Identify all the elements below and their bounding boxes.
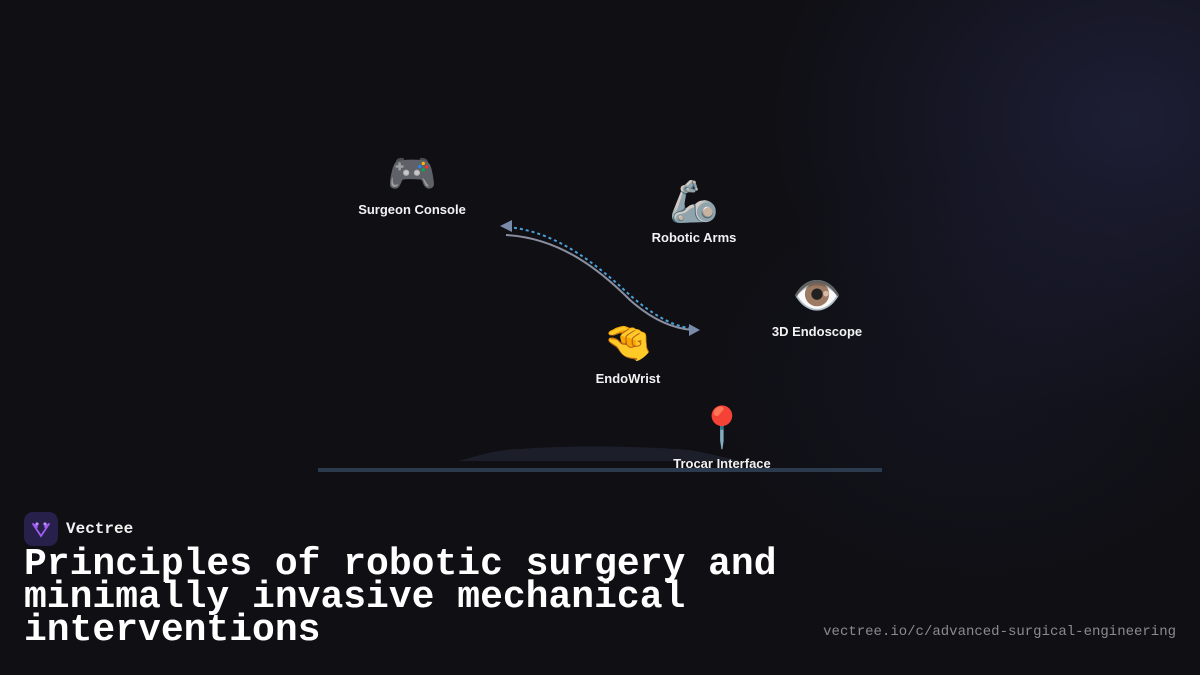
gamepad-icon: 🎮 bbox=[387, 151, 437, 197]
node-label: Robotic Arms bbox=[651, 230, 737, 245]
eye-icon: 👁️ bbox=[792, 273, 842, 319]
logo-glyph bbox=[32, 522, 50, 538]
brand-name: Vectree bbox=[66, 520, 134, 538]
pin-icon: 📍 bbox=[697, 405, 747, 451]
vectree-logo-icon bbox=[24, 512, 58, 546]
brand[interactable]: Vectree bbox=[24, 512, 1176, 546]
course-url[interactable]: vectree.io/c/advanced-surgical-engineeri… bbox=[823, 624, 1176, 640]
node-label: Surgeon Console bbox=[358, 202, 466, 217]
arrowhead-endowrist bbox=[689, 324, 700, 336]
node-label: Trocar Interface bbox=[673, 456, 771, 471]
feedback-curve bbox=[507, 226, 691, 329]
mechanical-arm-icon: 🦾 bbox=[669, 179, 719, 225]
node-3d-endoscope: 👁️ 3D Endoscope bbox=[737, 272, 897, 339]
arrowhead-console bbox=[500, 220, 512, 232]
command-curve bbox=[505, 234, 693, 331]
page-title: Principles of robotic surgery and minima… bbox=[24, 543, 777, 652]
node-trocar-interface: 📍 Trocar Interface bbox=[642, 404, 802, 471]
node-surgeon-console: 🎮 Surgeon Console bbox=[332, 150, 492, 217]
node-label: EndoWrist bbox=[595, 371, 661, 386]
node-label: 3D Endoscope bbox=[771, 324, 863, 339]
tissue-mound bbox=[458, 446, 740, 461]
node-endowrist: 🤏 EndoWrist bbox=[548, 319, 708, 386]
node-robotic-arms: 🦾 Robotic Arms bbox=[614, 178, 774, 245]
footer: Vectree bbox=[24, 512, 1176, 546]
pinch-hand-icon: 🤏 bbox=[603, 320, 653, 366]
